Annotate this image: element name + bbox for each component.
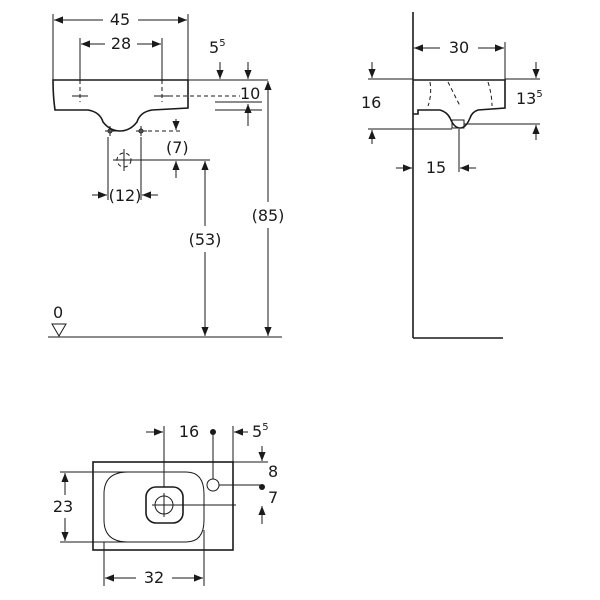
top-bowl-outline <box>103 471 205 543</box>
top-taphole-icon <box>206 478 220 492</box>
front-trap-offset-label: (7) <box>166 138 189 157</box>
side-view: 30 16 135 15 <box>361 12 543 339</box>
side-waste-distance-label: 15 <box>426 158 446 177</box>
top-edge-offset-label: 55 <box>252 422 269 441</box>
side-bowl-depth-label: 135 <box>516 89 543 108</box>
side-height-label: 16 <box>361 93 381 112</box>
top-tap-distance-label: 8 <box>268 462 278 481</box>
waste-outlet-icon <box>113 149 135 171</box>
front-width-label: 45 <box>110 10 130 29</box>
front-rim-height-label: (85) <box>252 206 285 225</box>
side-depth-label: 30 <box>449 38 469 57</box>
top-depth-label: 23 <box>53 497 73 516</box>
front-taphole-spacing-label: 28 <box>111 34 131 53</box>
top-basin-outline <box>92 461 234 551</box>
front-view: 45 28 55 10 <box>48 10 285 338</box>
front-basin-outline <box>52 79 189 132</box>
trap-connection-right-icon <box>136 126 147 136</box>
top-bowl-width-label: 32 <box>144 568 164 587</box>
floor-level-triangle-icon <box>51 323 67 337</box>
floor-level-label: 0 <box>53 303 63 322</box>
front-trap-spacing-label: (12) <box>109 186 142 205</box>
top-tap-offset-label: 16 <box>179 422 199 441</box>
trap-connection-left-icon <box>105 126 116 136</box>
top-view: 16 55 8 7 23 32 <box>53 422 278 587</box>
front-basin-height-label: 10 <box>240 84 260 103</box>
front-top-offset-label: 55 <box>209 38 226 57</box>
front-waste-height-label: (53) <box>189 230 222 249</box>
top-waste-distance-label: 7 <box>268 488 278 507</box>
